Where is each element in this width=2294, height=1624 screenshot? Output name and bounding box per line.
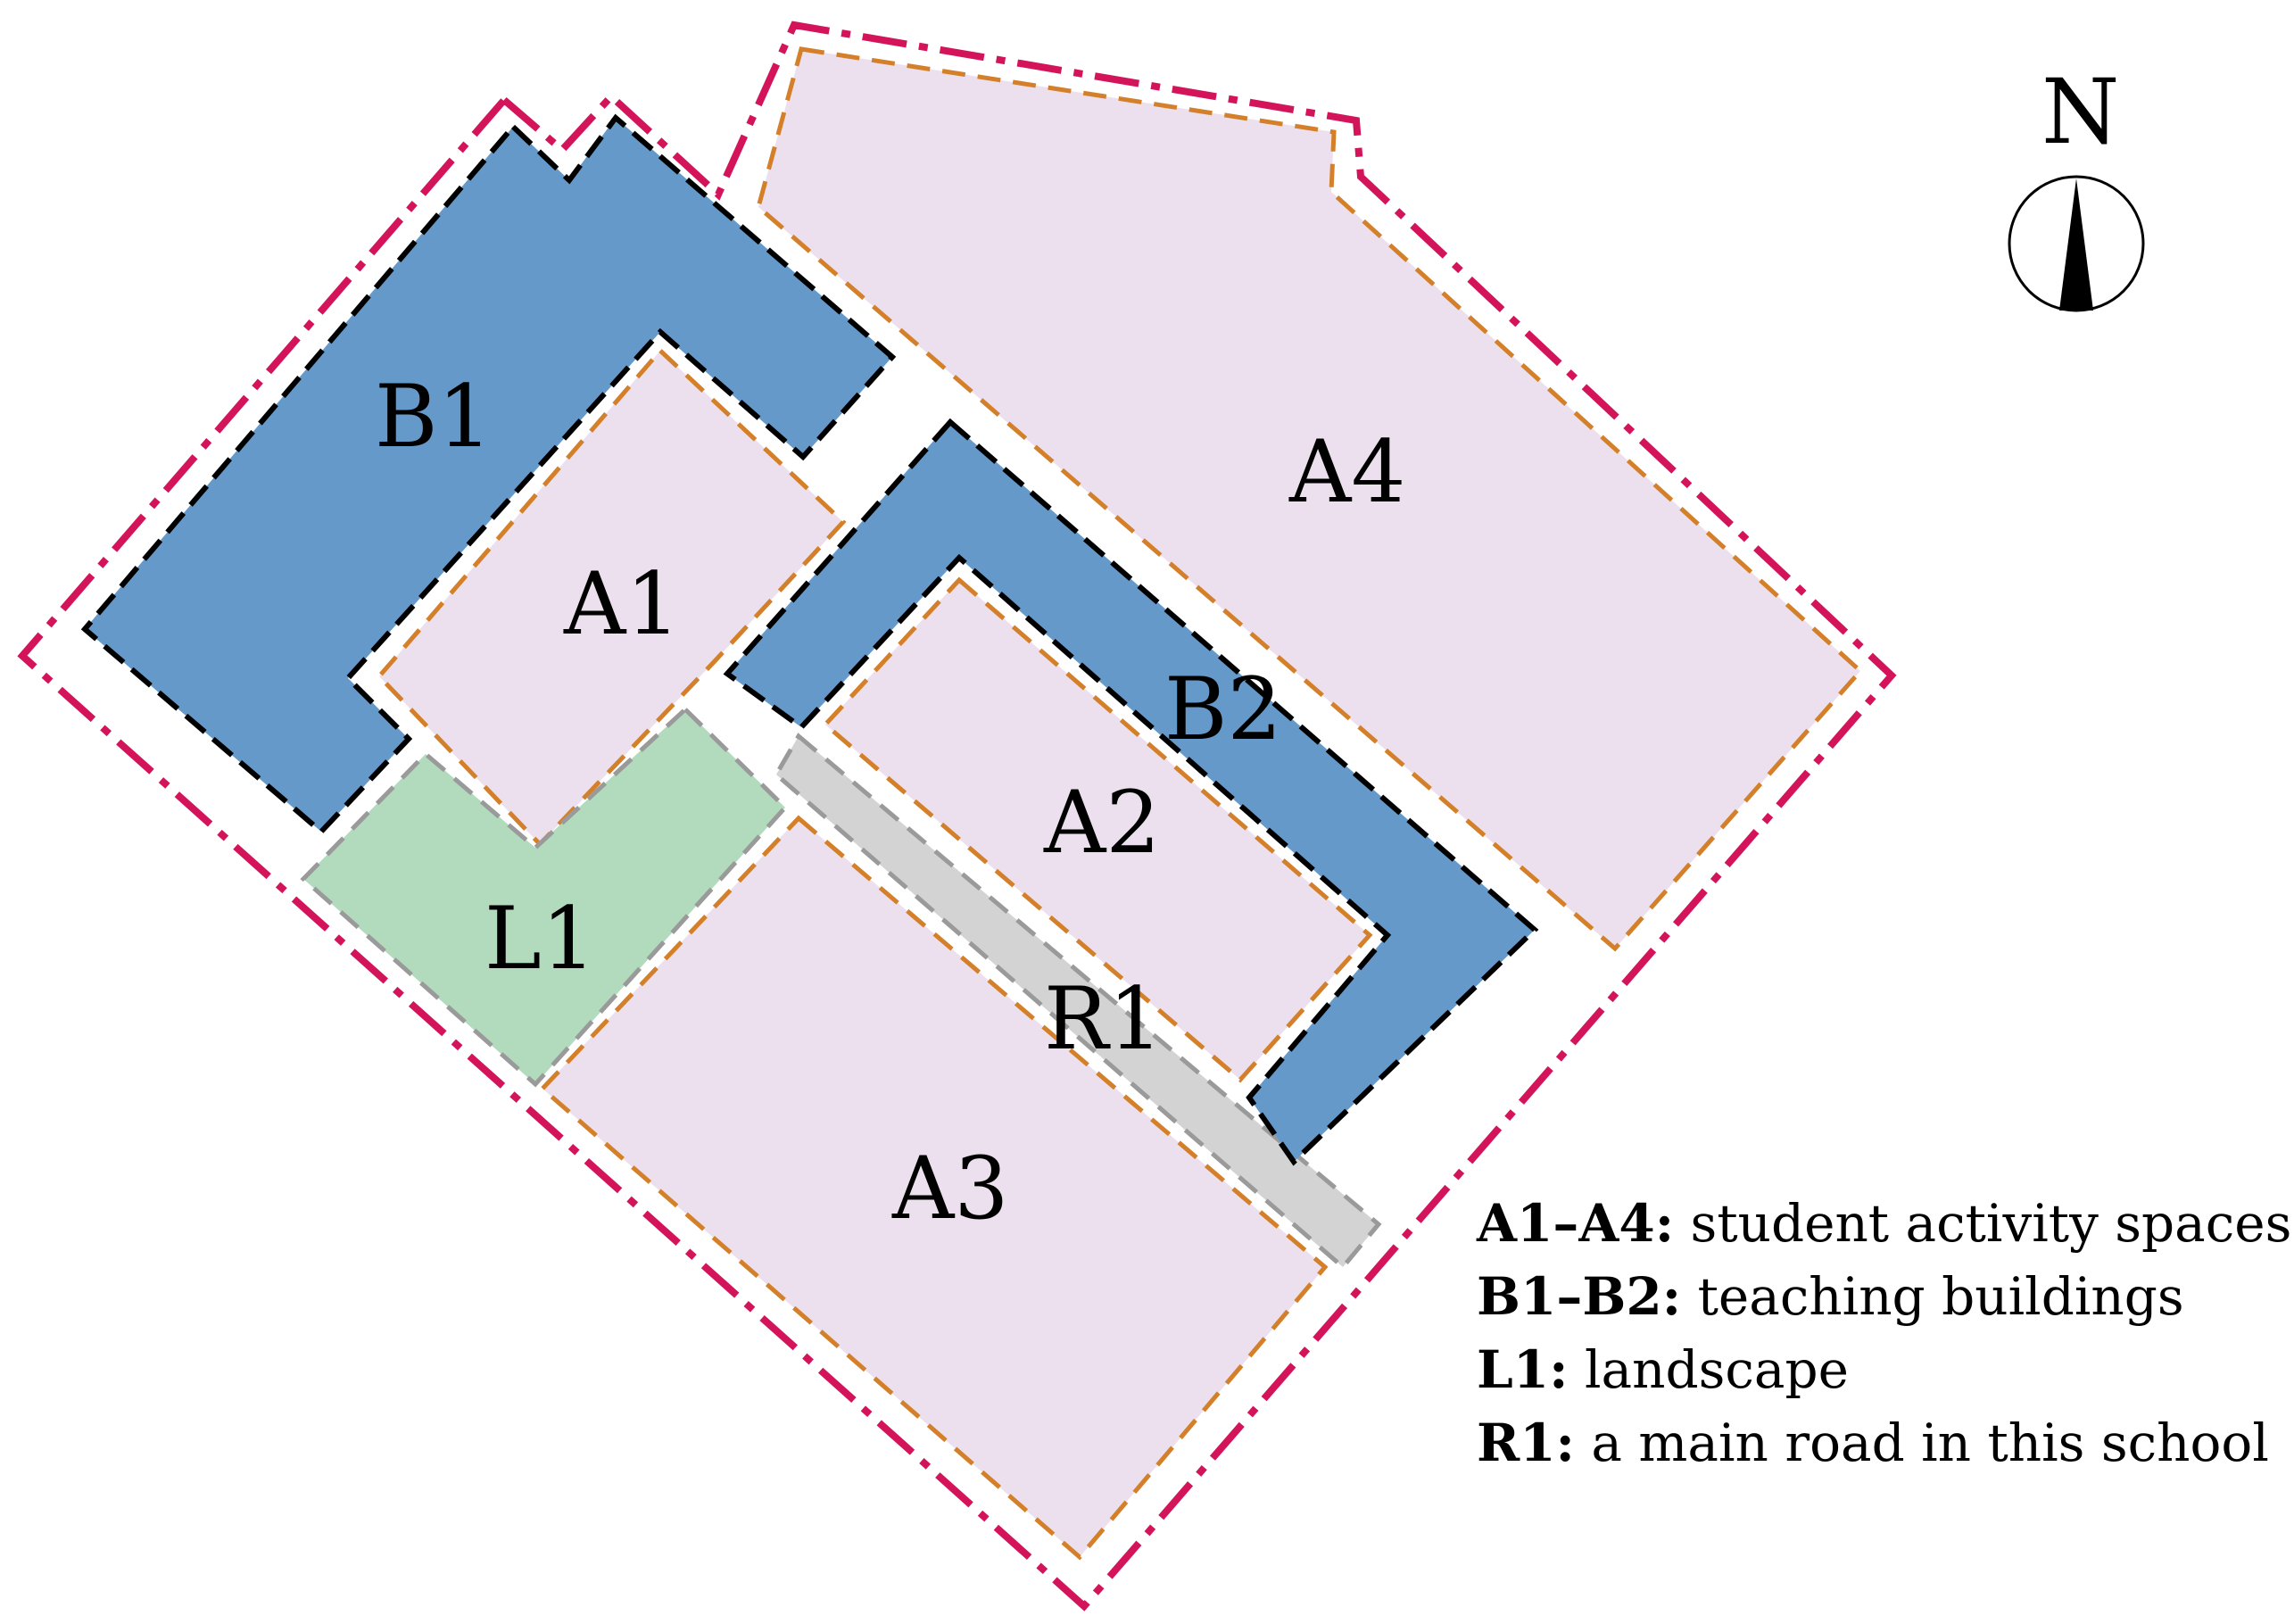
label-a4: A4	[1288, 422, 1405, 522]
zone-a3	[539, 815, 1329, 1561]
zone-b2	[723, 418, 1539, 1166]
zone-a4	[756, 46, 1864, 952]
label-l1: L1	[484, 889, 596, 989]
legend-item-buildings: B1–B2: teaching buildings	[1477, 1266, 2184, 1327]
label-a1: A1	[563, 554, 680, 654]
label-a3: A3	[891, 1139, 1008, 1239]
label-b2: B2	[1164, 659, 1282, 759]
zone-l1	[300, 706, 789, 1088]
zone-r1	[773, 733, 1382, 1271]
legend-item-road: R1: a main road in this school	[1477, 1413, 2269, 1473]
legend: A1–A4: student activity spaces B1–B2: te…	[1477, 1187, 2291, 1479]
zone-b1	[80, 113, 897, 836]
label-b1: B1	[375, 367, 493, 467]
north-label: N	[2041, 60, 2120, 164]
legend-item-activity: A1–A4: student activity spaces	[1477, 1193, 2292, 1254]
zone-a2	[822, 576, 1373, 1083]
label-r1: R1	[1044, 969, 1163, 1069]
north-arrow-icon	[2059, 178, 2093, 311]
zone-a1	[376, 347, 847, 848]
legend-item-landscape: L1: landscape	[1477, 1339, 1849, 1400]
north-compass: N	[2008, 60, 2145, 312]
site-boundary	[17, 21, 1897, 1612]
label-a2: A2	[1043, 773, 1160, 873]
